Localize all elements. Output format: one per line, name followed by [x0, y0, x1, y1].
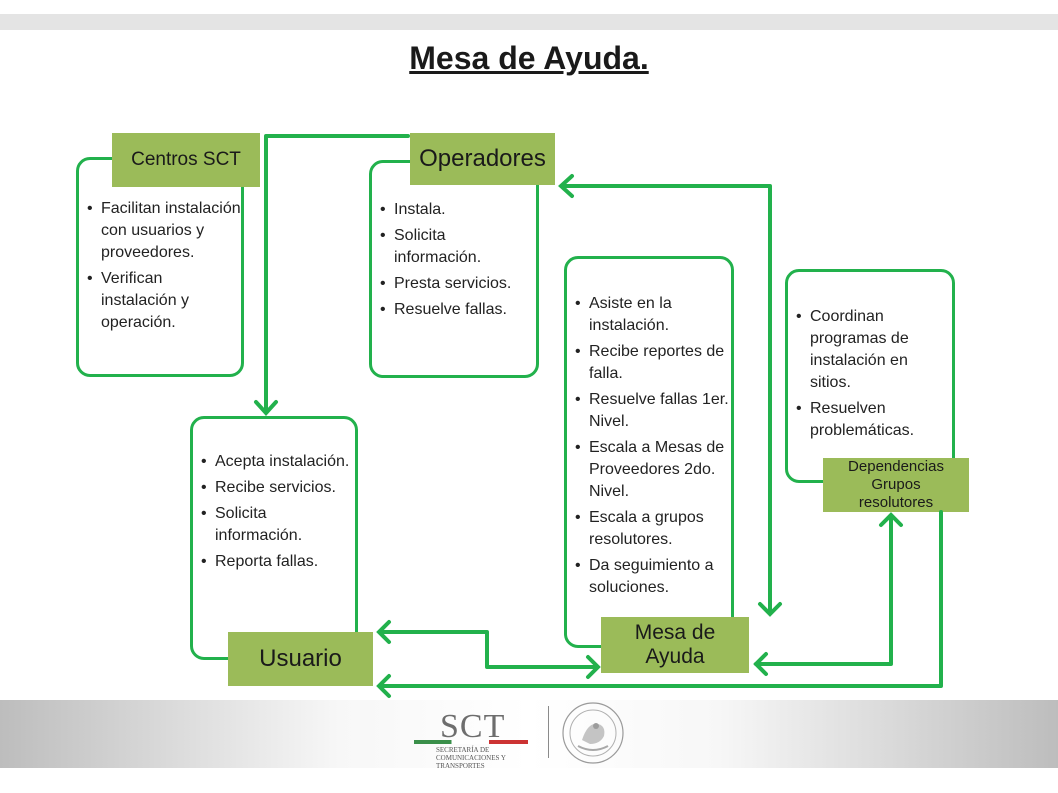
- list-item: Escala a grupos resolutores.: [575, 507, 731, 551]
- arrow-mesa-to-dependencias: [754, 514, 893, 666]
- list-item: Acepta instalación.: [201, 451, 355, 473]
- label-usuario: Usuario: [228, 632, 373, 686]
- arrowhead-mesa-right: [753, 652, 768, 676]
- arrowhead-dependencias: [879, 512, 903, 527]
- panel-centros-sct: Facilitan instalación con usuarios y pro…: [76, 157, 244, 377]
- sct-logo: SCT SECRETARÍA DE COMUNICACIONES Y TRANS…: [414, 708, 534, 770]
- dependencias-list: Coordinan programas de instalación en si…: [788, 306, 952, 442]
- list-item: Resuelve fallas.: [380, 299, 536, 321]
- list-item: Recibe reportes de falla.: [575, 341, 731, 385]
- arrowhead-mesa-left: [586, 655, 601, 679]
- sct-logo-text: SCT: [440, 708, 506, 745]
- label-centros-sct: Centros SCT: [112, 133, 260, 187]
- list-item: Da seguimiento a soluciones.: [575, 555, 731, 599]
- operadores-list: Instala. Solicita información. Presta se…: [372, 199, 536, 321]
- arrow-mesa-to-operadores: [560, 184, 772, 614]
- list-item: Asiste en la instalación.: [575, 293, 731, 337]
- list-item: Resuelve fallas 1er. Nivel.: [575, 389, 731, 433]
- list-item: Solicita información.: [201, 503, 355, 547]
- label-dependencias: Dependencias Grupos resolutores: [823, 458, 969, 512]
- list-item: Instala.: [380, 199, 536, 221]
- list-item: Recibe servicios.: [201, 477, 355, 499]
- mexican-seal-icon: [560, 700, 626, 766]
- arrowhead-usuario-top: [376, 620, 391, 644]
- list-item: Solicita información.: [380, 225, 536, 269]
- sct-logo-subtitle: SECRETARÍA DE COMUNICACIONES Y TRANSPORT…: [436, 746, 506, 770]
- mesa-list: Asiste en la instalación. Recibe reporte…: [567, 293, 731, 599]
- footer-band: [0, 700, 1058, 768]
- arrow-operadores-to-usuario: [264, 134, 410, 414]
- list-item: Resuelven problemáticas.: [796, 398, 952, 442]
- arrowhead-usuario: [254, 400, 278, 416]
- panel-mesa-de-ayuda: Asiste en la instalación. Recibe reporte…: [564, 256, 734, 648]
- footer-divider: [548, 706, 549, 758]
- label-mesa-de-ayuda: Mesa de Ayuda: [601, 617, 749, 673]
- page-title: Mesa de Ayuda.: [409, 40, 649, 76]
- arrowhead-usuario-bottom: [376, 674, 391, 698]
- sct-logo-stripe: [414, 740, 528, 744]
- top-band: [0, 14, 1058, 30]
- panel-usuario: Acepta instalación. Recibe servicios. So…: [190, 416, 358, 660]
- arrowhead-mesa-bottom: [758, 602, 782, 617]
- list-item: Coordinan programas de instalación en si…: [796, 306, 952, 394]
- list-item: Presta servicios.: [380, 273, 536, 295]
- label-operadores: Operadores: [410, 133, 555, 185]
- list-item: Reporta fallas.: [201, 551, 355, 573]
- arrow-usuario-to-mesa: [378, 630, 599, 669]
- usuario-list: Acepta instalación. Recibe servicios. So…: [193, 451, 355, 573]
- arrowhead-operadores: [558, 174, 574, 198]
- list-item: Verifican instalación y operación.: [87, 268, 241, 334]
- list-item: Escala a Mesas de Proveedores 2do. Nivel…: [575, 437, 731, 503]
- panel-operadores: Instala. Solicita información. Presta se…: [369, 160, 539, 378]
- panel-dependencias: Coordinan programas de instalación en si…: [785, 269, 955, 483]
- arrow-dependencias-to-usuario: [378, 510, 943, 688]
- centros-list: Facilitan instalación con usuarios y pro…: [79, 198, 241, 334]
- list-item: Facilitan instalación con usuarios y pro…: [87, 198, 241, 264]
